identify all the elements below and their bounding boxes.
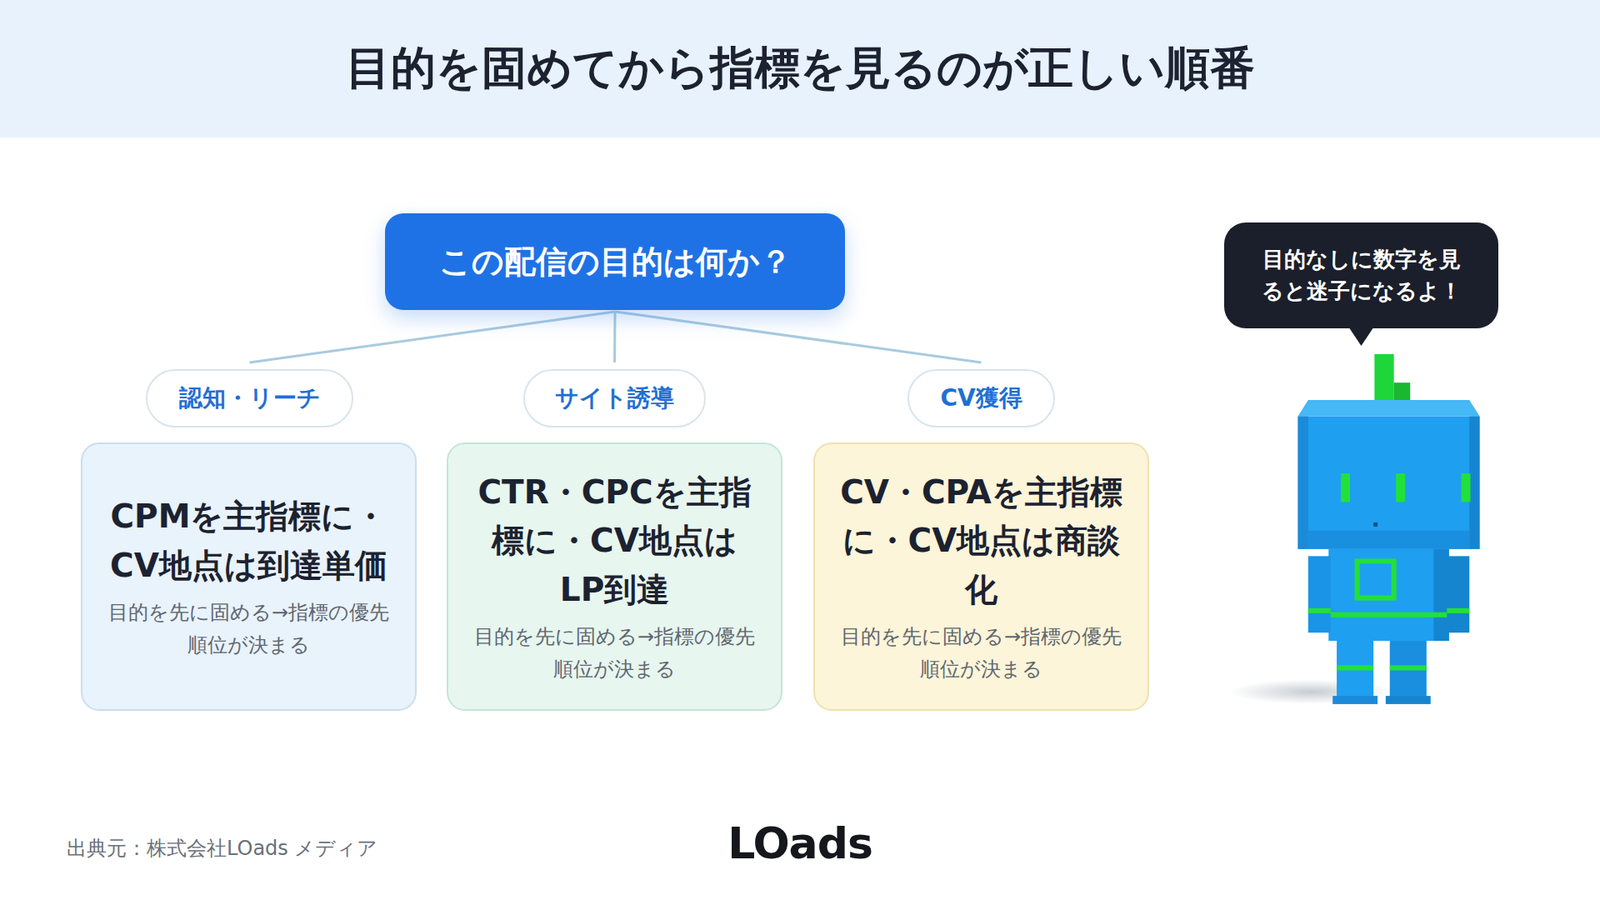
metric-card: CPMを主指標に・CV地点は到達単価目的を先に固める→指標の優先順位が決まる xyxy=(80,442,417,711)
brand-logo: LOads xyxy=(0,818,1600,869)
page-title: 目的を固めてから指標を見るのが正しい順番 xyxy=(0,0,1600,138)
node-heading: CV・CPAを主指標に・CV地点は商談化 xyxy=(838,468,1125,615)
goal-box: この配信の目的は何か？ xyxy=(385,213,845,310)
node-heading: この配信の目的は何か？ xyxy=(439,240,792,284)
node-note: 目的を先に固める→指標の優先順位が決まる xyxy=(471,620,758,685)
node-heading: CV獲得 xyxy=(940,382,1022,415)
source-note: 出典元：株式会社LOads メディア xyxy=(66,835,378,862)
branch-line xyxy=(615,311,982,363)
node-heading: CTR・CPCを主指標に・CV地点はLP到達 xyxy=(471,468,758,615)
purpose-pill: サイト誘導 xyxy=(523,369,706,428)
node-heading: CPMを主指標に・CV地点は到達単価 xyxy=(105,492,392,590)
purpose-pill: 認知・リーチ xyxy=(145,369,354,428)
node-note: 目的を先に固める→指標の優先順位が決まる xyxy=(105,596,392,661)
metric-card: CV・CPAを主指標に・CV地点は商談化目的を先に固める→指標の優先順位が決まる xyxy=(813,442,1150,711)
robot xyxy=(1298,354,1480,705)
node-heading: 認知・リーチ xyxy=(179,382,321,415)
node-heading: 目的なしに数字を見ると迷子になるよ！ xyxy=(1257,244,1465,307)
branch-line xyxy=(614,311,616,363)
speech-bubble: 目的なしに数字を見ると迷子になるよ！ xyxy=(1224,222,1499,329)
node-note: 目的を先に固める→指標の優先順位が決まる xyxy=(838,620,1125,685)
metric-card: CTR・CPCを主指標に・CV地点はLP到達目的を先に固める→指標の優先順位が決… xyxy=(446,442,783,711)
bubble-tail xyxy=(1349,327,1374,346)
purpose-pill: CV獲得 xyxy=(907,369,1055,428)
node-heading: サイト誘導 xyxy=(555,382,675,415)
branch-line xyxy=(250,311,616,363)
